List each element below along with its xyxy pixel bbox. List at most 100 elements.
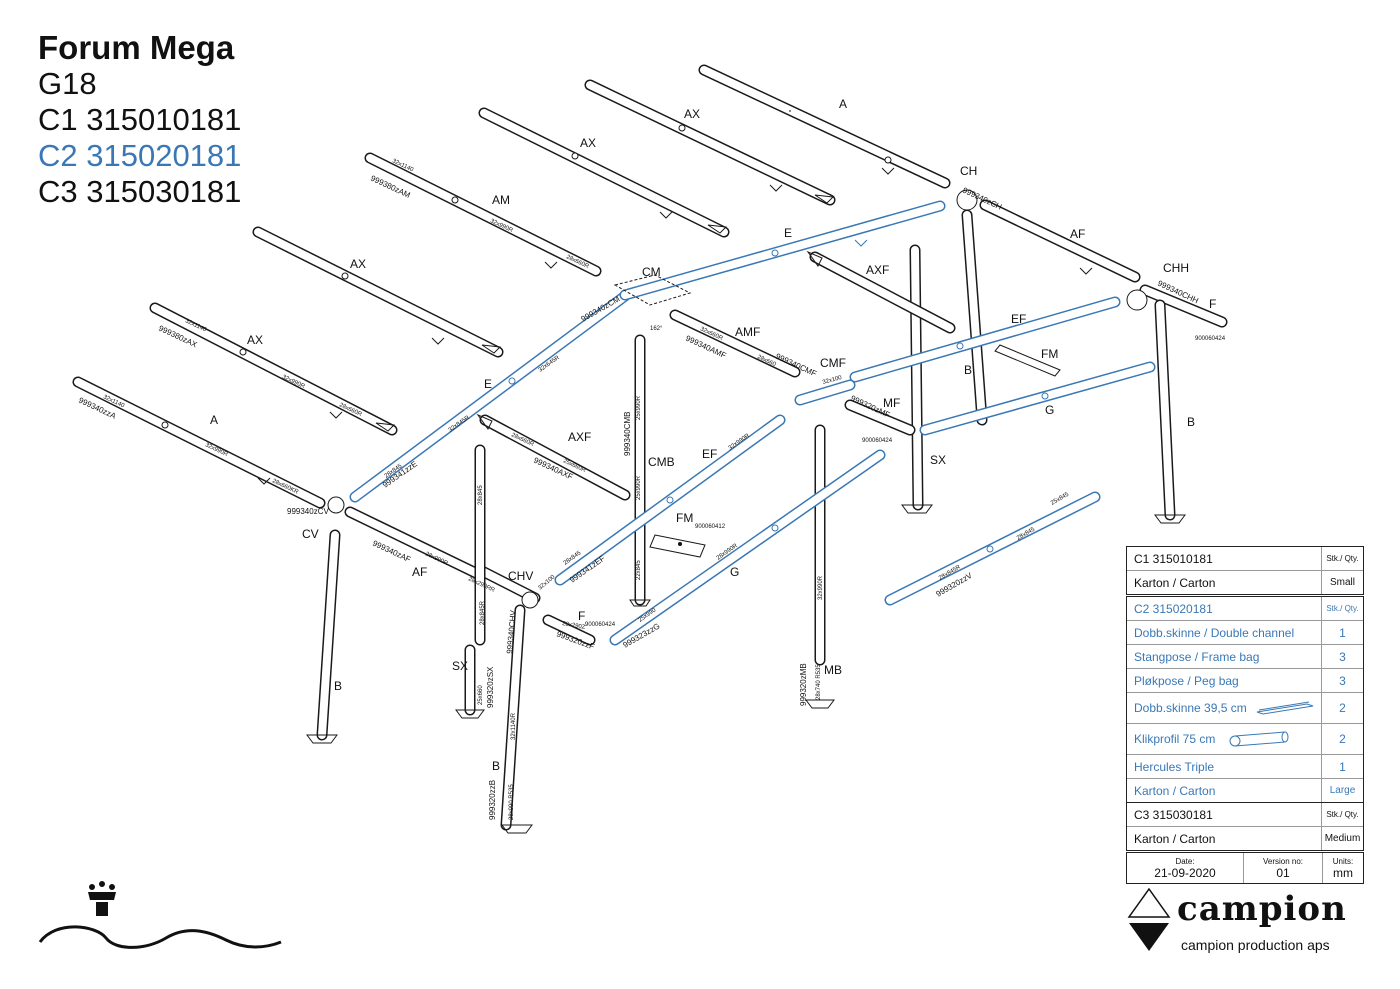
label-g-middle: G: [730, 565, 739, 579]
label-chh: CHH: [1163, 261, 1189, 275]
roof-pole-ax-1: [584, 79, 836, 206]
table-c2: C2 315020181 Stk./ Qty. Dobb.skinne / Do…: [1126, 596, 1364, 803]
table-c3-row-name: Karton / Carton: [1134, 831, 1216, 846]
code-999320zsx: 999320zSX: [486, 666, 495, 708]
table-c2-row-name: Stangpose / Frame bag: [1134, 649, 1260, 664]
size-25x845-v-top: 25x845: [1050, 491, 1071, 506]
table-c2-row-name: Hercules Triple: [1134, 759, 1215, 774]
size-25x660-sx: 25x660: [478, 685, 484, 705]
code-900060412: 900060412: [695, 524, 726, 530]
pole-v-right: [884, 491, 1101, 606]
table-c1-header: C1 315010181: [1134, 551, 1213, 566]
table-c1-row-qty: Small: [1321, 571, 1363, 594]
size-28x740r535: 28x740 R535: [816, 664, 822, 700]
table-c2-row-qty: Large: [1321, 779, 1363, 802]
pole-axf-left: [476, 413, 631, 501]
version-label: Version no:: [1262, 856, 1304, 866]
size-22x845-cmb: 22x845: [636, 560, 642, 580]
size-28x290z: 28x290Z: [562, 621, 586, 631]
size-28x845r-leg: 28x845R: [480, 600, 486, 625]
table-c2-row-name: Klikprofil 75 cm: [1134, 732, 1216, 746]
corner-chv: [500, 591, 596, 834]
label-axf-right: AXF: [866, 263, 889, 277]
label-ef-right: EF: [1011, 312, 1026, 326]
roof-pole-ax-4: [149, 302, 398, 436]
pole-ef-middle: [554, 414, 786, 586]
table-c2-row-qty: 1: [1321, 621, 1363, 644]
label-sx-left: SX: [452, 659, 468, 673]
table-c2-qty-header: Stk./ Qty.: [1321, 597, 1363, 620]
label-cm: CM: [642, 265, 661, 279]
table-c2-row-qty: 3: [1321, 645, 1363, 668]
click-profile-icon: [1229, 731, 1289, 747]
label-mb: MB: [824, 663, 842, 677]
size-32x100-cmf: 32x100: [822, 375, 843, 386]
size-32x1140r: 32x1140R: [511, 712, 517, 740]
corner-cm: [613, 274, 692, 607]
size-angle: 162°: [650, 326, 663, 332]
code-999340zcv: 999340zCV: [287, 507, 329, 516]
size-28x990r535: 28x990 R535: [509, 784, 515, 820]
label-axf-left: AXF: [568, 430, 591, 444]
label-amf: AMF: [735, 325, 760, 339]
corner-cmf: [794, 379, 916, 709]
crown-icon: [38, 881, 282, 949]
roof-pole-ax-2: [478, 107, 730, 238]
table-c3-row-qty: Medium: [1321, 827, 1363, 850]
double-channel-icon: [1256, 701, 1313, 715]
size-32x100-chv: 32x100: [537, 574, 556, 592]
roof-pole-am: [364, 152, 602, 277]
label-af-left: AF: [412, 565, 427, 579]
table-c3: C3 315030181 Stk./ Qty. Karton / Carton …: [1126, 802, 1364, 851]
label-a-top: A: [839, 97, 847, 111]
label-e-left: E: [484, 377, 492, 391]
date-label: Date:: [1175, 856, 1195, 866]
table-c1-row-name: Karton / Carton: [1134, 575, 1216, 590]
ridge-pole-e: [349, 200, 946, 503]
table-c2-row-name: Dobb.skinne / Double channel: [1134, 625, 1295, 640]
label-cmb: CMB: [648, 455, 675, 469]
fm-bracket-middle: [649, 534, 706, 558]
table-c2-row-name: Pløkpose / Peg bag: [1134, 673, 1239, 688]
code-999320zmb: 999320zMB: [799, 663, 808, 706]
label-e-right: E: [784, 226, 792, 240]
product-model: G18: [38, 66, 97, 101]
size-25x990r-cmb: 25x990R: [636, 475, 642, 500]
table-c1-qty-header: Stk./ Qty.: [1321, 547, 1363, 570]
label-fm-right: FM: [1041, 347, 1058, 361]
isabella-wordmark: Isabella: [36, 880, 37, 881]
table-c2-row-qty: 2: [1321, 724, 1363, 754]
label-ax-1: AX: [684, 107, 700, 121]
label-af-right: AF: [1070, 227, 1085, 241]
pole-amf: [669, 309, 801, 378]
label-f-right: F: [1209, 297, 1216, 311]
campion-triangle-icon: [1127, 887, 1171, 951]
campion-subtitle: campion production aps: [1181, 937, 1330, 953]
label-ax-3: AX: [350, 257, 366, 271]
table-c2-row-qty: 2: [1321, 693, 1363, 723]
units-value: mm: [1333, 865, 1353, 880]
corner-cv: [306, 496, 345, 744]
title-block: Forum Mega G18 C1 315010181 C2 315020181…: [38, 30, 241, 210]
corner-ch: [901, 189, 988, 514]
pole-sx-left: [455, 644, 485, 719]
campion-logo: campion campion production aps: [1127, 885, 1367, 955]
table-c2-row-name: Dobb.skinne 39,5 cm: [1134, 701, 1247, 715]
label-chv: CHV: [508, 569, 533, 583]
code-c3: C3 315030181: [38, 174, 242, 209]
label-b-right-1: B: [964, 363, 972, 377]
label-f-left: F: [578, 609, 585, 623]
label-b-left: B: [334, 679, 342, 693]
pole-g-middle: [609, 449, 886, 646]
code-900060424-right: 900060424: [1195, 336, 1226, 342]
date-value: 21-09-2020: [1154, 865, 1216, 880]
roof-pole-a-top: [698, 64, 951, 189]
size-32x990r-mb: 32x990R: [818, 575, 824, 600]
label-a-bottom: A: [210, 413, 218, 427]
pole-axf-right: [806, 250, 956, 334]
label-mf: MF: [883, 396, 900, 410]
label-b-bottom: B: [492, 759, 500, 773]
isabella-logo: Isabella: [36, 880, 286, 960]
table-c2-row-qty: 1: [1321, 755, 1363, 778]
label-ax-4: AX: [247, 333, 263, 347]
